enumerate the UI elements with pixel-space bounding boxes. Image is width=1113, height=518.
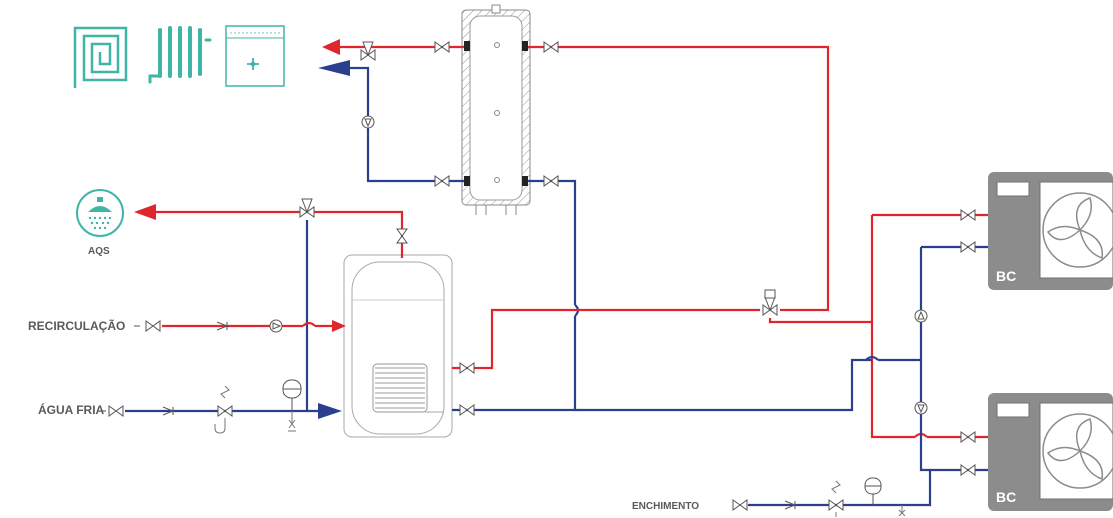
gate-valve [396, 228, 408, 244]
mixing-valve-heating [360, 41, 376, 61]
gate-valve [732, 499, 748, 511]
dhw-tank [343, 254, 453, 438]
heat-pump-bottom: BC [988, 393, 1113, 511]
underfloor-heating-icon [73, 26, 128, 88]
heat-pump-label: BC [996, 268, 1016, 284]
radiator-icon [148, 26, 212, 84]
heating-pump [361, 115, 375, 129]
fan-coil-icon [225, 25, 285, 87]
gate-valve [434, 41, 450, 53]
recirculation-pump [269, 319, 283, 333]
gate-valve [459, 404, 475, 416]
diverter-valve [762, 289, 778, 316]
dhw-supply-arrow [134, 204, 156, 220]
safety-valve [217, 405, 233, 417]
heat-pump-circulator [914, 309, 928, 323]
gate-valve [434, 175, 450, 187]
heat-pump-top: BC [988, 172, 1113, 290]
aqs-label: AQS [88, 246, 110, 257]
heat-pump-label: BC [996, 489, 1016, 505]
gate-valve [543, 175, 559, 187]
enchimento-label: ENCHIMENTO [632, 501, 699, 512]
heating-return-arrow [318, 60, 350, 76]
gate-valve [108, 405, 124, 417]
gate-valve [960, 209, 976, 221]
thermostatic-mixing-valve [299, 198, 315, 218]
expansion-vessel [864, 477, 882, 505]
agua-fria-label: ÁGUA FRIA [38, 402, 105, 417]
gate-valve [543, 41, 559, 53]
heating-supply-arrow [322, 39, 340, 55]
gate-valve [960, 464, 976, 476]
recirculacao-label: RECIRCULAÇÃO [28, 318, 125, 333]
expansion-vessel [282, 379, 302, 411]
gate-valve [960, 241, 976, 253]
buffer-tank [461, 4, 531, 215]
shower-icon [76, 189, 124, 237]
cold-water-arrow [318, 403, 342, 419]
pressure-reducing-valve [828, 499, 844, 511]
gate-valve [145, 320, 161, 332]
gate-valve [459, 362, 475, 374]
gate-valve [960, 431, 976, 443]
heat-pump-circulator [914, 401, 928, 415]
